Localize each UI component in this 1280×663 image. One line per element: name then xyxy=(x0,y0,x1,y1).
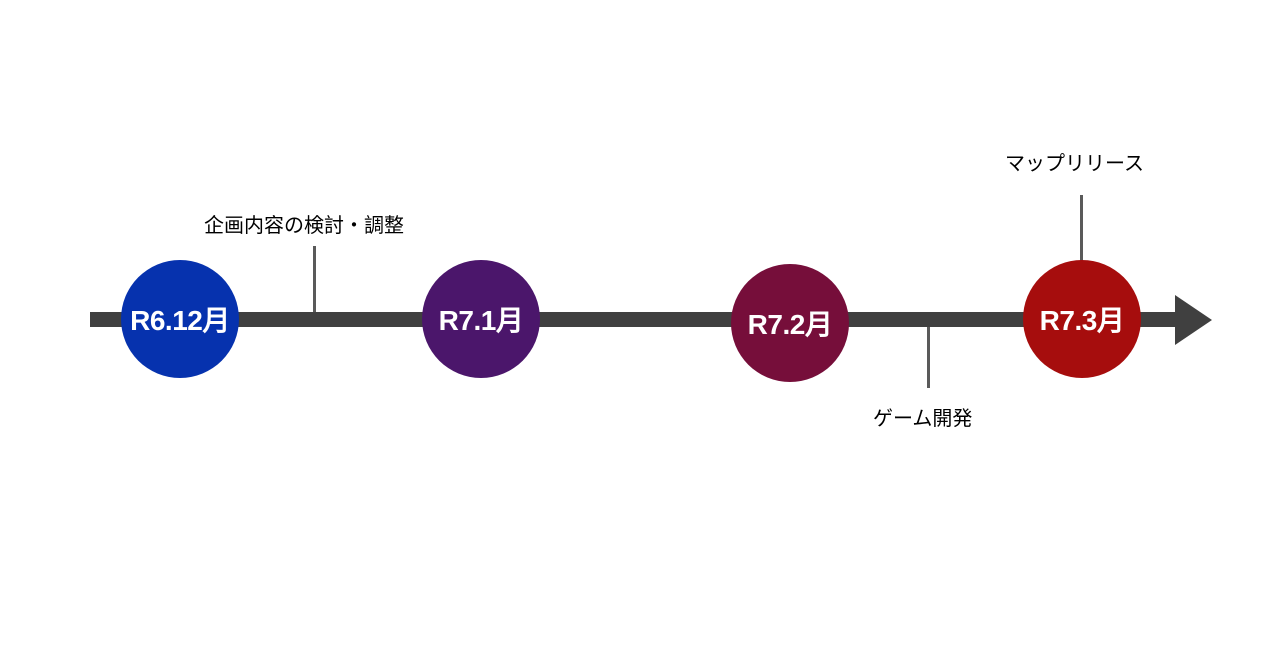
timeline-arrow-head xyxy=(1175,295,1212,345)
timeline-axis xyxy=(90,312,1182,327)
milestone-r7-3: R7.3月 xyxy=(1023,260,1141,378)
milestone-r6-12: R6.12月 xyxy=(121,260,239,378)
annotation-tick-development xyxy=(927,327,930,388)
annotation-planning: 企画内容の検討・調整 xyxy=(204,213,404,237)
milestone-r7-1: R7.1月 xyxy=(422,260,540,378)
milestone-r7-2: R7.2月 xyxy=(731,264,849,382)
annotation-tick-planning xyxy=(313,246,316,312)
annotation-tick-release xyxy=(1080,195,1083,261)
annotation-release: マップリリース xyxy=(1005,151,1144,175)
annotation-development: ゲーム開発 xyxy=(873,406,973,430)
